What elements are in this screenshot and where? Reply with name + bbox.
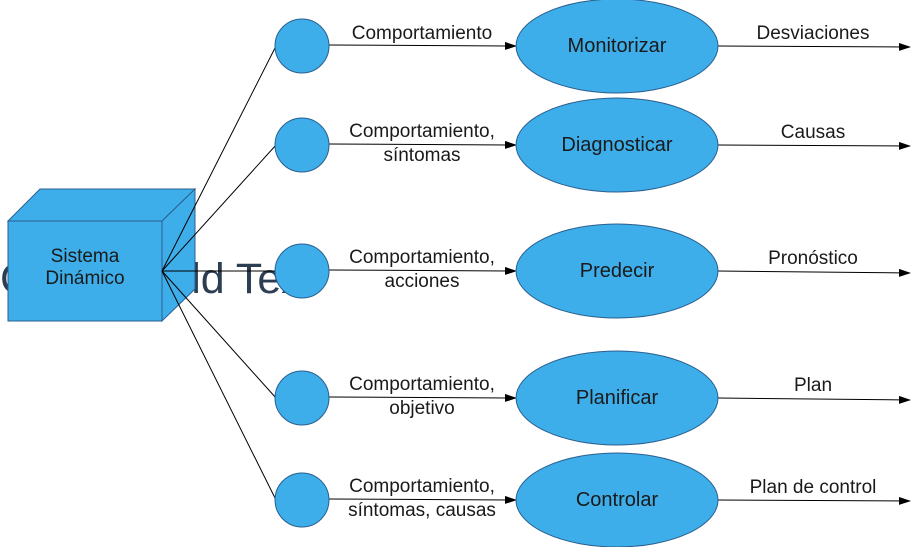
input-node-3 (274, 243, 330, 299)
process-label-3: Predecir (579, 260, 655, 282)
process-ellipse-5 (515, 452, 719, 547)
input-arrow-1 (328, 41, 517, 50)
input-arrow-3 (328, 266, 517, 275)
input-node-1 (274, 18, 330, 74)
input-node-4 (274, 370, 330, 426)
input-node-2 (274, 117, 330, 173)
output-arrow-3 (717, 268, 911, 277)
output-arrow-4 (717, 395, 911, 404)
process-label-1: Monitorizar (567, 35, 667, 57)
fan-line-1 (161, 45, 277, 272)
input-arrow-5 (328, 495, 517, 504)
output-label-2: Causas (780, 122, 846, 143)
output-label-4: Plan (793, 375, 833, 396)
input-arrow-4 (328, 393, 517, 402)
input-label-3: Comportamiento, acciones (349, 247, 495, 292)
output-label-3: Pronóstico (768, 248, 858, 269)
input-label-5: Comportamiento, síntomas, causas (348, 476, 496, 521)
input-label-1: Comportamiento (351, 23, 493, 44)
fan-line-4 (161, 270, 277, 399)
process-ellipse-2 (515, 97, 719, 193)
process-ellipse-1 (515, 0, 719, 94)
system-label: Sistema Dinámico (45, 246, 125, 289)
process-ellipse-3 (515, 223, 719, 319)
input-arrow-2 (328, 140, 517, 149)
output-arrow-2 (717, 141, 911, 150)
output-label-5: Plan de control (749, 477, 877, 498)
process-label-5: Controlar (575, 489, 659, 511)
input-label-2: Comportamiento, síntomas (349, 121, 495, 166)
process-ellipse-4 (515, 350, 719, 446)
process-label-2: Diagnosticar (561, 134, 673, 156)
fan-line-2 (161, 144, 277, 272)
output-label-1: Desviaciones (756, 23, 870, 44)
process-label-4: Planificar (575, 387, 659, 409)
fan-line-5 (161, 270, 277, 501)
input-label-4: Comportamiento, objetivo (349, 374, 495, 419)
input-node-5 (274, 472, 330, 528)
output-arrow-1 (717, 42, 911, 51)
output-arrow-5 (717, 496, 911, 505)
